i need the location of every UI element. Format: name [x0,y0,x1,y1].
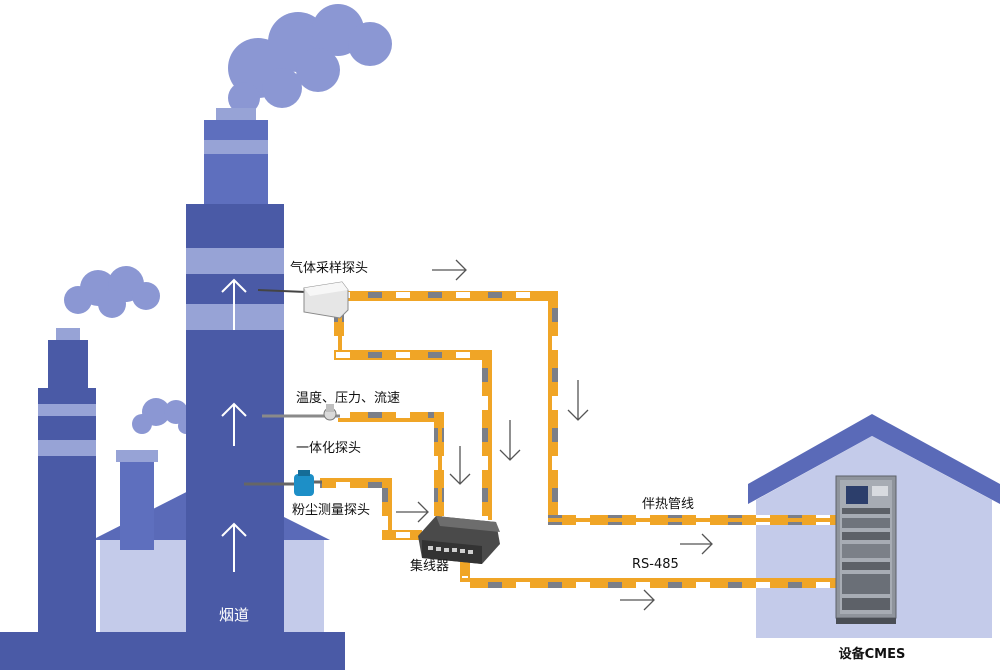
rs485-label: RS-485 [632,557,679,572]
flue-label: 烟道 [219,606,249,624]
arrow-down-icon [567,380,589,421]
arrow-right-icon [396,501,429,523]
hub-label: 集线器 [410,558,449,574]
temp-probe-label-line2: 一体化探头 [296,441,361,456]
gas-probe-label: 气体采样探头 [290,260,368,276]
chimney-small [38,328,96,638]
arrow-right-icon [680,533,713,555]
temp-probe-label-line1: 温度、压力、流速 [296,390,400,406]
dust-probe-label: 粉尘测量探头 [292,503,370,518]
hub-device [418,516,500,564]
heat-line-label: 伴热管线 [642,497,694,512]
gas-sampling-probe [257,281,349,319]
flow-direction-arrows [396,259,713,611]
smoke-small [64,266,160,318]
smoke-large [228,4,392,114]
arrow-down-icon [499,420,521,461]
arrow-right-icon [432,259,467,281]
cmes-cabinet [835,475,897,624]
flue-flow-arrows [221,278,247,572]
dust-measurement-probe [244,470,322,496]
arrow-right-icon [620,589,655,611]
heat-trace-pipes [320,291,836,588]
smoke-mini [132,398,194,434]
arrow-down-icon [449,446,471,485]
temp-pressure-flow-probe [262,404,340,421]
ground [0,632,345,670]
cmes-label: 设备CMES [839,646,906,662]
